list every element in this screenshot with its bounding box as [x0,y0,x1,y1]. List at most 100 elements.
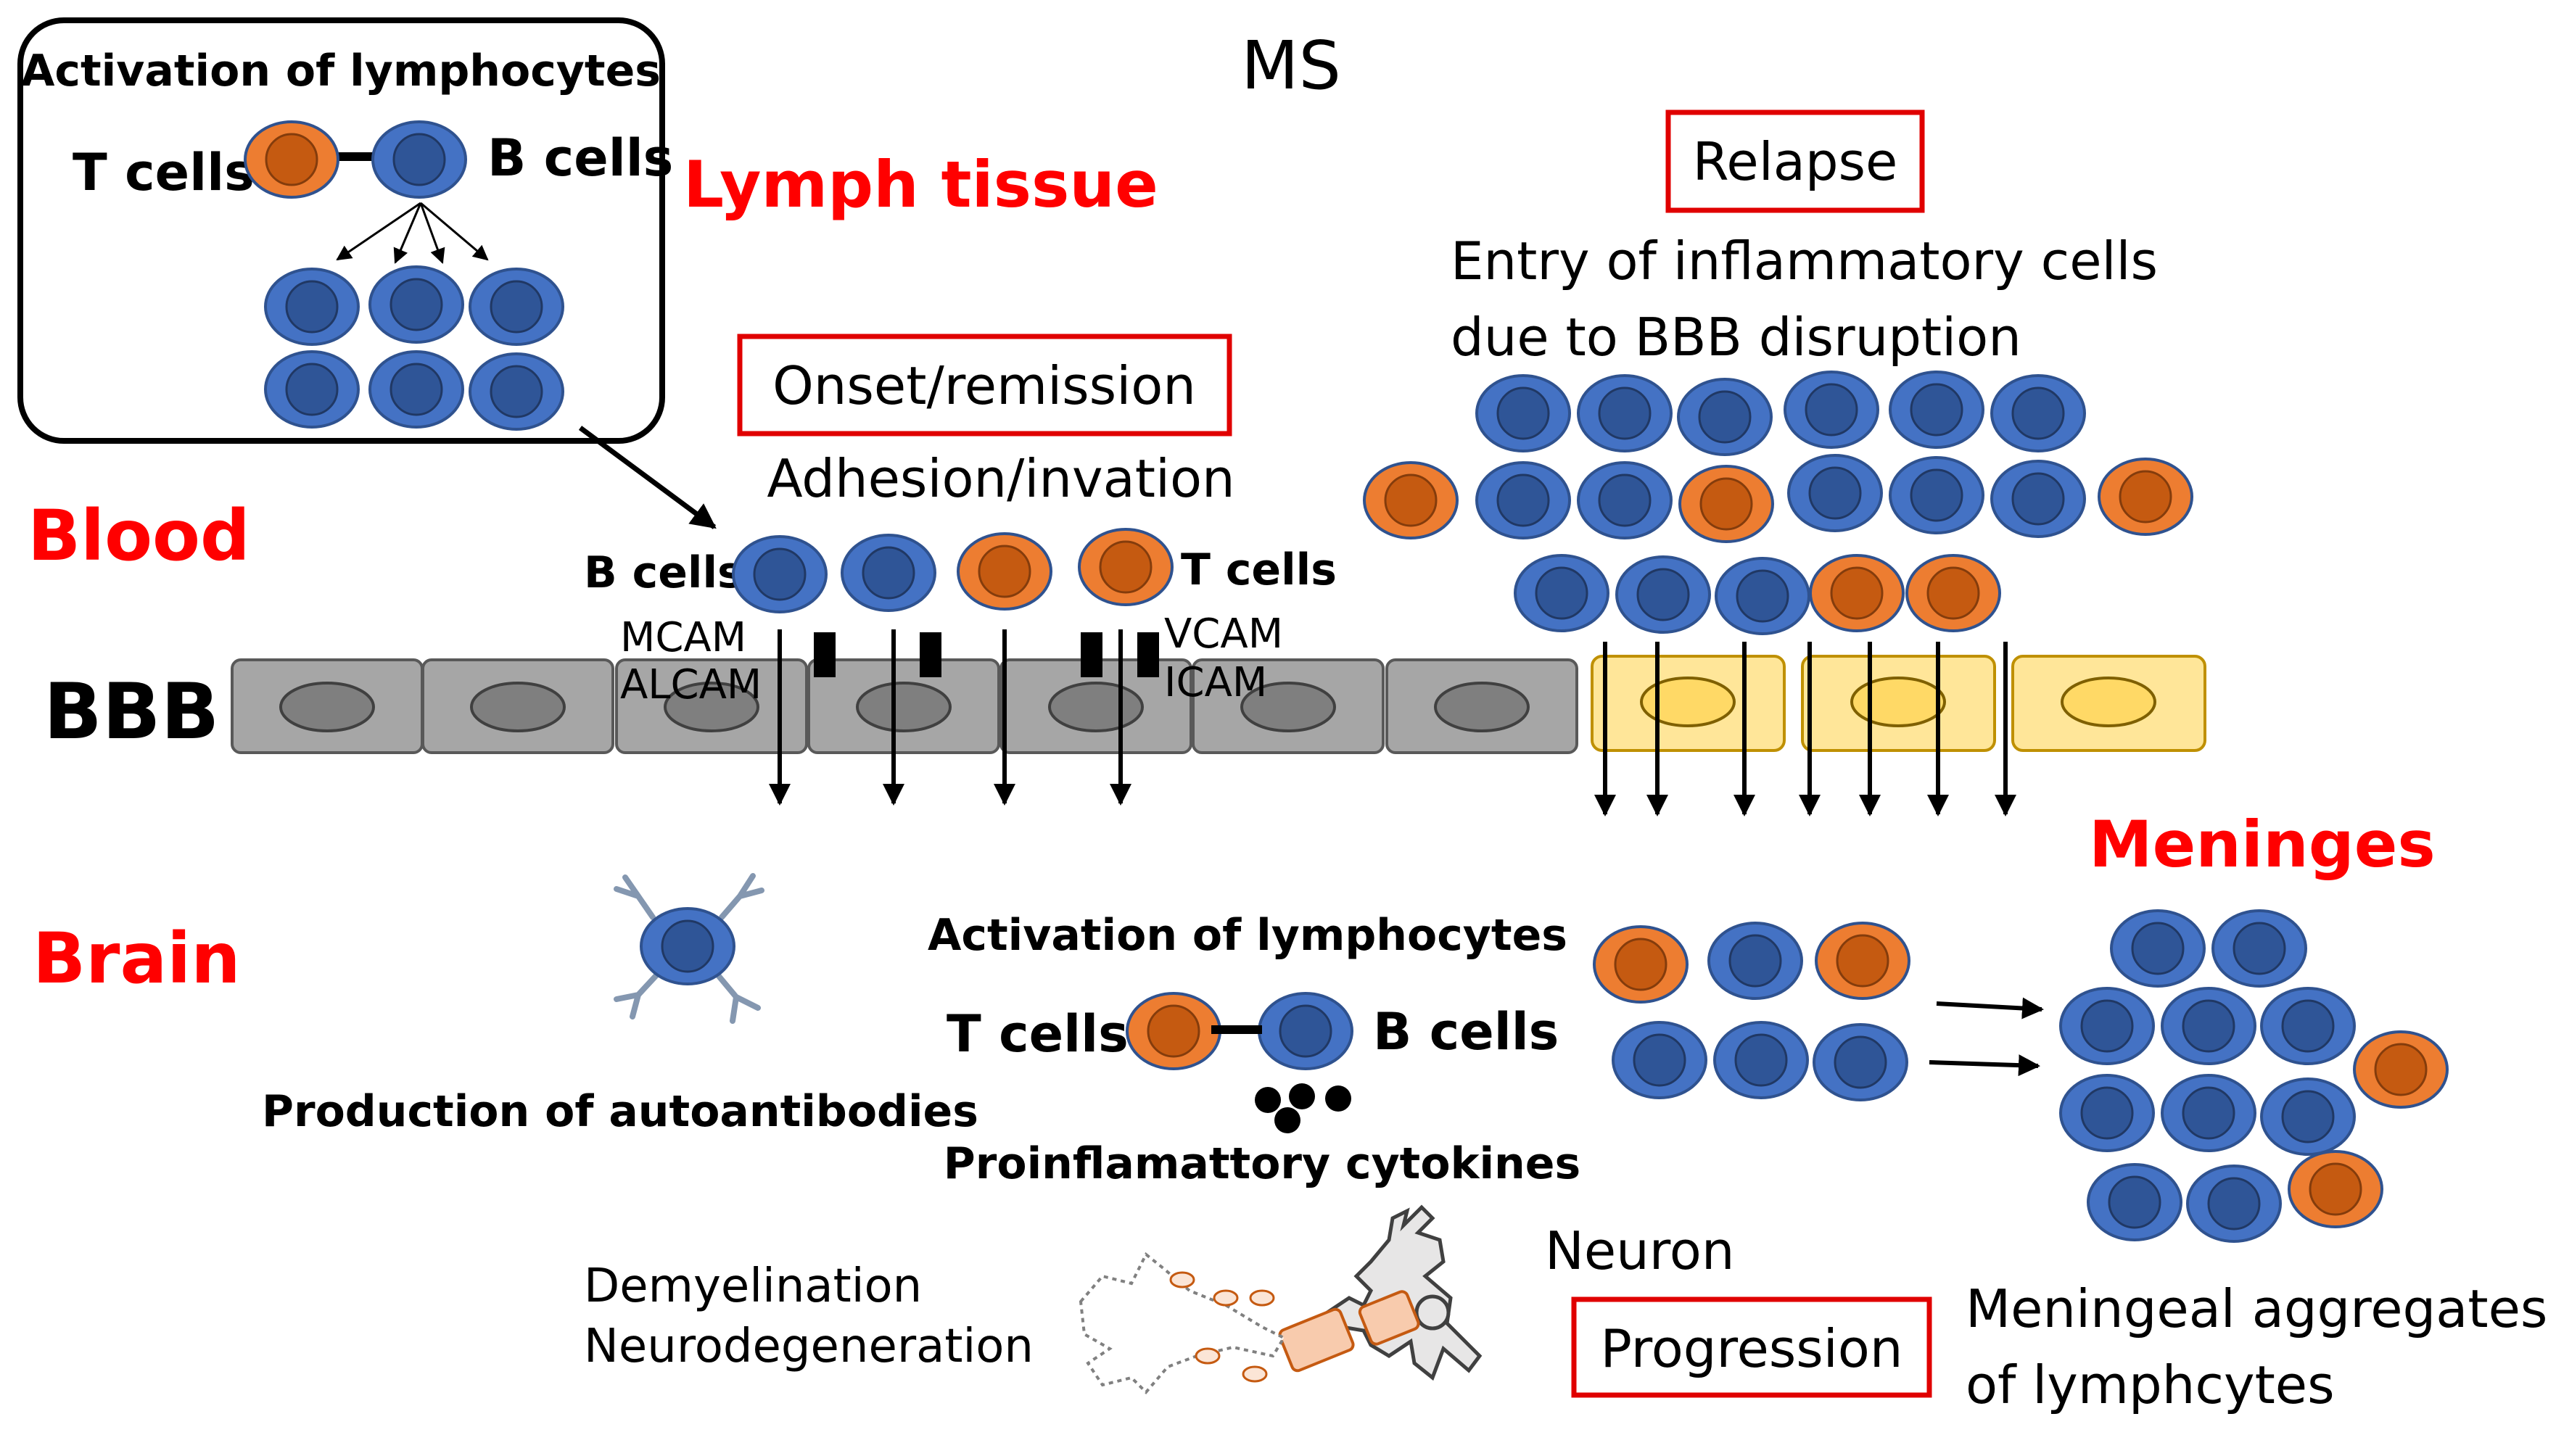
b-cell [732,535,828,613]
b-cell [371,120,467,199]
b-cell [1577,374,1673,452]
meninges-cells [2059,909,2449,1243]
t-cell [1593,925,1689,1004]
relapse-line1: Entry of inflammatory cells [1451,231,2158,291]
progression-line1: Meningeal aggregates [1966,1278,2547,1339]
label-bbb: BBB [44,667,219,756]
b-cell [1577,461,1673,539]
b-cell [1707,922,1803,1000]
blood-cells [732,528,1174,613]
onset-t-cells-label: T cells [1181,545,1337,595]
onset-box [737,334,1232,437]
t-cell [1815,922,1910,1000]
b-cell [1677,378,1773,456]
t-cell [244,120,339,199]
label-blood: Blood [28,495,250,576]
t-cell [2098,458,2193,536]
b-cell [1258,992,1353,1070]
t-cell [1905,554,2001,632]
b-cell [1475,461,1571,539]
brain-cells [1126,922,1910,1101]
b-cell [1889,371,1984,449]
relapse-box [1665,109,1925,213]
b-cell [2161,1074,2256,1152]
neuron-icon [1079,1204,1483,1394]
b-cell [1514,554,1609,632]
b-cell [2059,987,2155,1065]
b-cell [2110,909,2206,988]
b-cell [1889,456,1984,534]
t-cell [1126,992,1221,1070]
t-cell [1809,554,1905,632]
b-cell [2087,1163,2182,1241]
progression-box [1571,1296,1932,1398]
cytokines-label: Proinflamattory cytokines [944,1138,1580,1189]
neuron-label: Neuron [1545,1220,1735,1281]
onset-b-cells-label: B cells [584,547,743,598]
b-cell [2260,1077,2356,1156]
b-cell [1713,1021,1809,1099]
icam-label: ICAM [1164,659,1267,706]
adhesion-molecules [814,632,1159,677]
label-brain: Brain [33,918,241,999]
t-cell [2353,1030,2449,1109]
progression-line2: of lymphcytes [1966,1354,2335,1415]
t-cell [1078,528,1174,606]
b-cell [2260,987,2356,1065]
lymph-box-b-cells-label: B cells [487,128,673,188]
t-cell [957,532,1052,611]
demyelination-label: Demyelination [584,1259,922,1313]
b-cell [368,265,464,344]
vcam-label: VCAM [1164,611,1283,658]
antibody-icon [614,873,764,1024]
onset-subtitle: Adhesion/invation [767,448,1234,509]
alcam-label: ALCAM [620,661,762,708]
t-cell [1678,465,1774,543]
b-cell [1475,374,1571,452]
mcam-label: MCAM [620,614,746,661]
b-cell [1990,460,2086,538]
b-cell [1784,371,1879,449]
b-cell [1990,374,2086,452]
b-cell [264,350,360,429]
b-cell [2186,1165,2282,1243]
transmigration-arrows [769,629,2016,816]
autoantibodies-label: Production of autoantibodies [262,1086,978,1137]
brain-t-cells-label: T cells [947,1004,1129,1064]
brain-activation-label: Activation of lymphocytes [928,910,1567,961]
lymph-box-title: Activation of lymphocytes [21,46,661,96]
label-lymph-tissue: Lymph tissue [683,147,1158,222]
relapse-stage-label: Relapse [1693,131,1898,192]
b-cell [1787,454,1883,532]
label-meninges: Meninges [2089,807,2436,882]
lymph-to-blood-arrow [578,426,717,529]
b-cell [2059,1074,2155,1152]
meninges-arrow-lower [1929,1054,2040,1077]
progression-stage-label: Progression [1601,1318,1903,1379]
b-cell [640,907,735,985]
b-cell [1715,557,1810,635]
brain-b-cells-label: B cells [1373,1002,1559,1062]
b-cell [469,352,564,431]
bbb-endothelial-layer [231,655,2206,754]
b-cell [841,534,936,612]
b-cell [2211,909,2307,988]
b-cell [469,268,564,346]
b-cell [1813,1023,1908,1101]
relapse-cells [1363,371,2193,635]
diagram-title: MS [1241,27,1341,104]
relapse-line2: due to BBB disruption [1451,307,2021,368]
onset-stage-label: Onset/remission [772,355,1196,416]
cytokine-dots [1255,1083,1351,1133]
lymph-box-spread-arrows [336,202,489,264]
b-cell [1612,1021,1707,1099]
lymph-box-t-cells-label: T cells [73,143,255,202]
meninges-arrow-upper [1936,997,2044,1019]
t-cell [1363,461,1459,539]
neurodegeneration-label: Neurodegeneration [584,1320,1034,1373]
t-cell [2288,1150,2383,1228]
autoantibody-b-cell [640,907,735,985]
lymph-box-cells [244,120,564,431]
b-cell [368,350,464,429]
